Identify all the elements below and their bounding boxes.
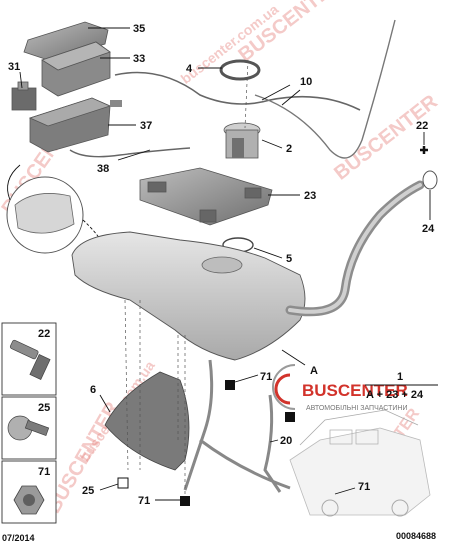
formula-block: 1 A + 23 + 24 xyxy=(366,371,424,401)
label-71-c: 71 xyxy=(358,481,370,493)
label-22: 22 xyxy=(416,120,428,132)
vehicle-inset xyxy=(289,409,431,517)
tray-37 xyxy=(28,97,112,153)
formula-expression: A + 23 + 24 xyxy=(366,389,424,401)
footer-date: 07/2014 xyxy=(2,533,35,543)
label-71-a: 71 xyxy=(260,371,272,383)
label-20: 20 xyxy=(280,435,292,447)
filler-pipe xyxy=(285,170,438,317)
callout-labels: 35 33 31 4 10 37 2 38 22 23 24 5 A 6 71 … xyxy=(8,23,435,507)
cap-22-marker xyxy=(420,146,428,154)
nut-71-icon xyxy=(13,485,45,515)
screw-25-icon xyxy=(7,415,50,441)
legend-71-label: 71 xyxy=(38,466,50,478)
heat-shield-6 xyxy=(104,371,190,471)
straps-20 xyxy=(183,359,291,493)
label-33: 33 xyxy=(133,53,145,65)
label-23: 23 xyxy=(304,190,316,202)
legend-panel: 22 25 71 xyxy=(1,322,57,524)
label-5: 5 xyxy=(286,253,292,265)
connector-31 xyxy=(11,81,37,111)
label-4: 4 xyxy=(186,63,193,75)
brand-logo-tagline: АВТОМОБІЛЬНІ ЗАПЧАСТИНИ xyxy=(306,405,407,412)
bracket-35 xyxy=(23,21,109,61)
legend-25-label: 25 xyxy=(38,402,50,414)
fuel-pump-2 xyxy=(223,122,261,159)
lock-ring-4 xyxy=(219,59,261,81)
label-71-b: 71 xyxy=(138,495,150,507)
cradle-23 xyxy=(139,167,273,226)
fuel-tank xyxy=(71,231,306,361)
label-2: 2 xyxy=(286,143,292,155)
legend-22-label: 22 xyxy=(38,328,50,340)
label-10: 10 xyxy=(300,76,312,88)
footer-ref: 00084688 xyxy=(396,531,437,541)
label-6: 6 xyxy=(90,384,96,396)
inset-detail xyxy=(6,164,107,261)
label-38: 38 xyxy=(97,163,109,175)
formula-number: 1 xyxy=(397,371,403,383)
label-25: 25 xyxy=(82,485,94,497)
label-37: 37 xyxy=(140,120,152,132)
leader-lines xyxy=(19,27,438,501)
control-unit-33 xyxy=(41,41,111,97)
wiring-harness-10 xyxy=(114,19,396,159)
alignment-lines xyxy=(124,59,249,495)
brand-logo-text: BUSCENTER xyxy=(302,381,408,400)
label-35: 35 xyxy=(133,23,145,35)
brand-logo: BUSCENTER АВТОМОБІЛЬНІ ЗАПЧАСТИНИ xyxy=(272,364,408,412)
bolt-22-icon xyxy=(9,339,51,380)
label-24: 24 xyxy=(422,223,435,235)
wiring-38 xyxy=(69,100,191,158)
label-A: A xyxy=(310,365,318,377)
label-31: 31 xyxy=(8,61,20,73)
